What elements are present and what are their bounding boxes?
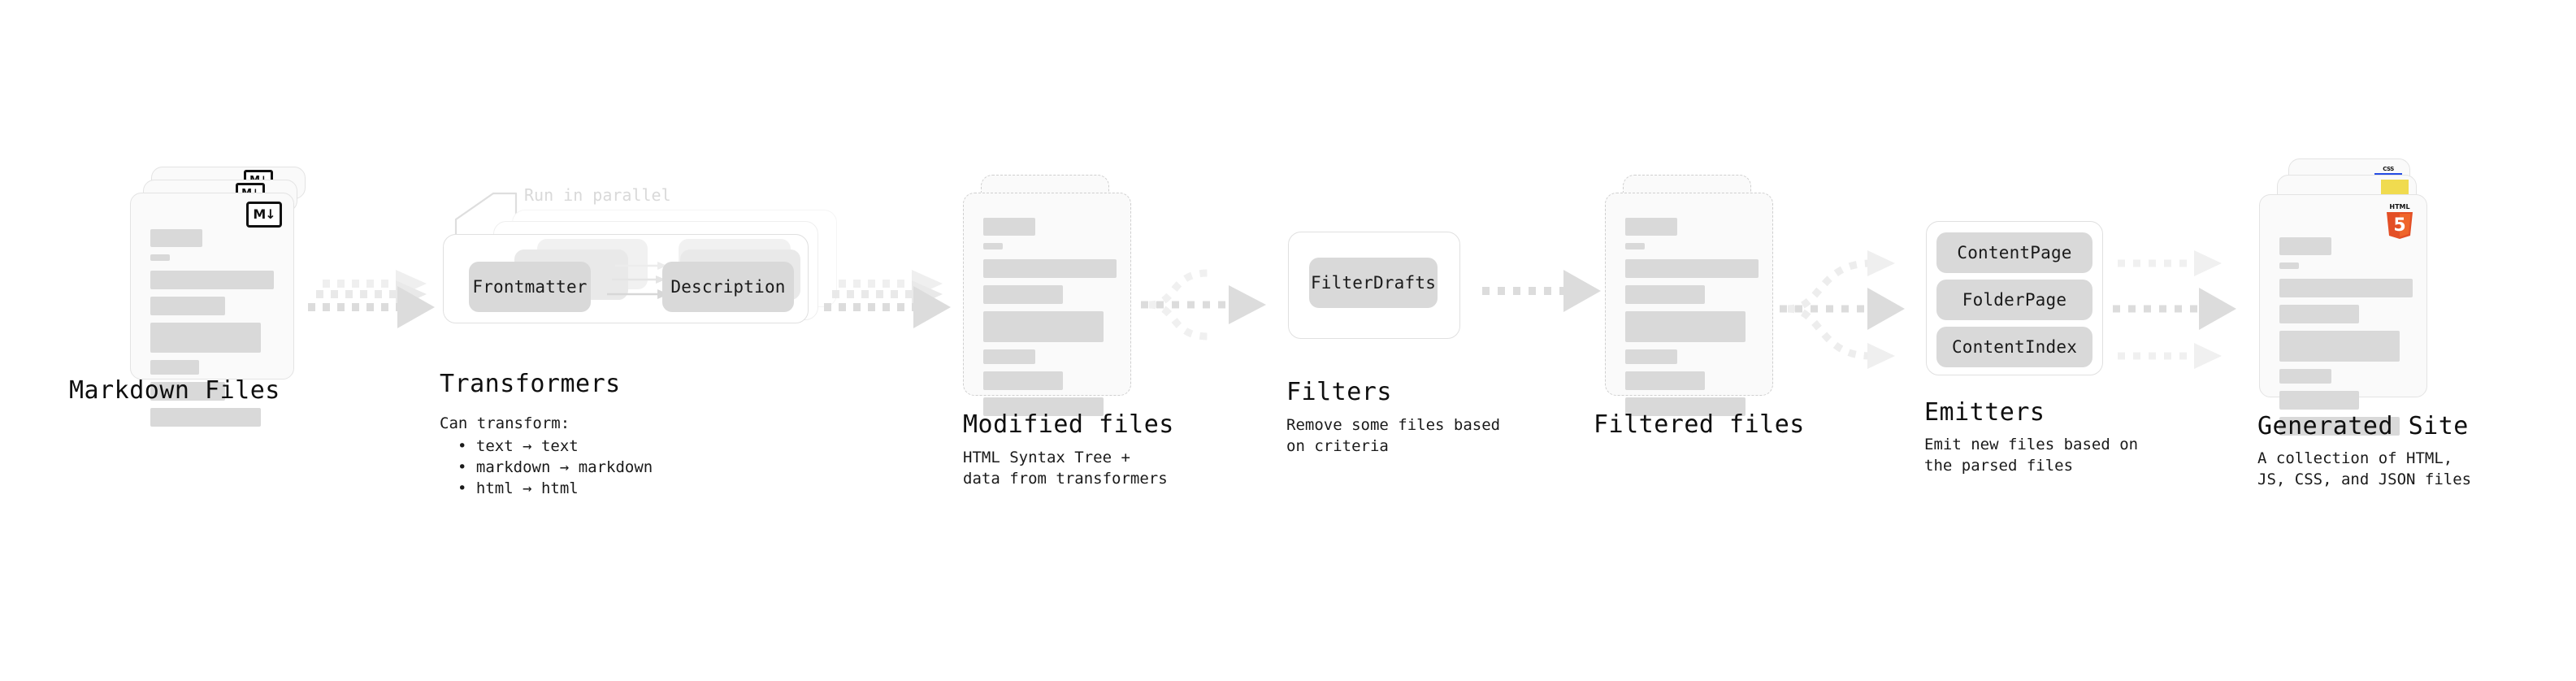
stage-title-modified-files: Modified files xyxy=(963,410,1174,439)
html5-badge: HTML 5 xyxy=(2383,202,2417,241)
stage-title-transformers: Transformers xyxy=(440,370,621,398)
arrow-emitters-to-site xyxy=(2113,236,2267,382)
arrow-filtered-to-emitters xyxy=(1780,236,1934,382)
stage-title-filtered-files: Filtered files xyxy=(1594,410,1805,439)
filters-subtitle: Remove some files based on criteria xyxy=(1286,416,1501,455)
transformers-bullets: • text → text • markdown → markdown • ht… xyxy=(458,436,653,499)
emitters-subtitle: Emit new files based on the parsed files xyxy=(1924,436,2139,475)
run-in-parallel-label: Run in parallel xyxy=(524,185,671,205)
markdown-badge: M↓ xyxy=(246,202,282,228)
modified-file-front xyxy=(963,193,1131,416)
svg-text:5: 5 xyxy=(2393,215,2405,236)
generated-site-subtitle: A collection of HTML, JS, CSS, and JSON … xyxy=(2257,449,2472,488)
filtered-file-skeleton xyxy=(1625,218,1759,423)
arrow-filters-to-filtered xyxy=(1479,268,1617,317)
stage-title-generated-site: Generated Site xyxy=(2257,412,2469,440)
transformers-bullet-2: • html → html xyxy=(458,479,579,497)
filtered-file-front xyxy=(1605,193,1773,416)
stage-title-filters: Filters xyxy=(1286,378,1392,406)
arrow-transformers-to-modified xyxy=(821,268,959,341)
generated-file-skeleton xyxy=(2279,237,2413,443)
markdown-file-skeleton xyxy=(150,229,277,434)
transformer-chip-frontmatter[interactable]: Frontmatter xyxy=(469,262,591,312)
transformers-bullet-0: • text → text xyxy=(458,437,579,455)
stage-title-emitters: Emitters xyxy=(1924,398,2045,427)
emitter-chip-folderpage[interactable]: FolderPage xyxy=(1936,280,2092,320)
transformers-bullet-1: • markdown → markdown xyxy=(458,458,653,476)
markdown-file-front: M↓ xyxy=(130,193,294,427)
emitter-chip-contentpage[interactable]: ContentPage xyxy=(1936,232,2092,273)
arrow-markdown-to-transformers xyxy=(305,268,443,341)
transformer-chip-description[interactable]: Description xyxy=(662,262,794,312)
emitter-chip-contentindex[interactable]: ContentIndex xyxy=(1936,327,2092,367)
css-badge-label: CSS xyxy=(2383,166,2394,172)
js-badge xyxy=(2381,180,2409,194)
transformers-subtitle: Can transform: xyxy=(440,414,570,432)
modified-file-skeleton xyxy=(983,218,1117,423)
modified-files-subtitle: HTML Syntax Tree + data from transformer… xyxy=(963,449,1168,488)
stage-title-markdown-files: Markdown Files xyxy=(69,376,280,405)
svg-text:HTML: HTML xyxy=(2389,203,2409,210)
generated-file-front: HTML 5 xyxy=(2259,194,2427,436)
filter-chip-filterdrafts[interactable]: FilterDrafts xyxy=(1309,258,1438,308)
arrow-modified-to-filters xyxy=(1138,260,1292,349)
